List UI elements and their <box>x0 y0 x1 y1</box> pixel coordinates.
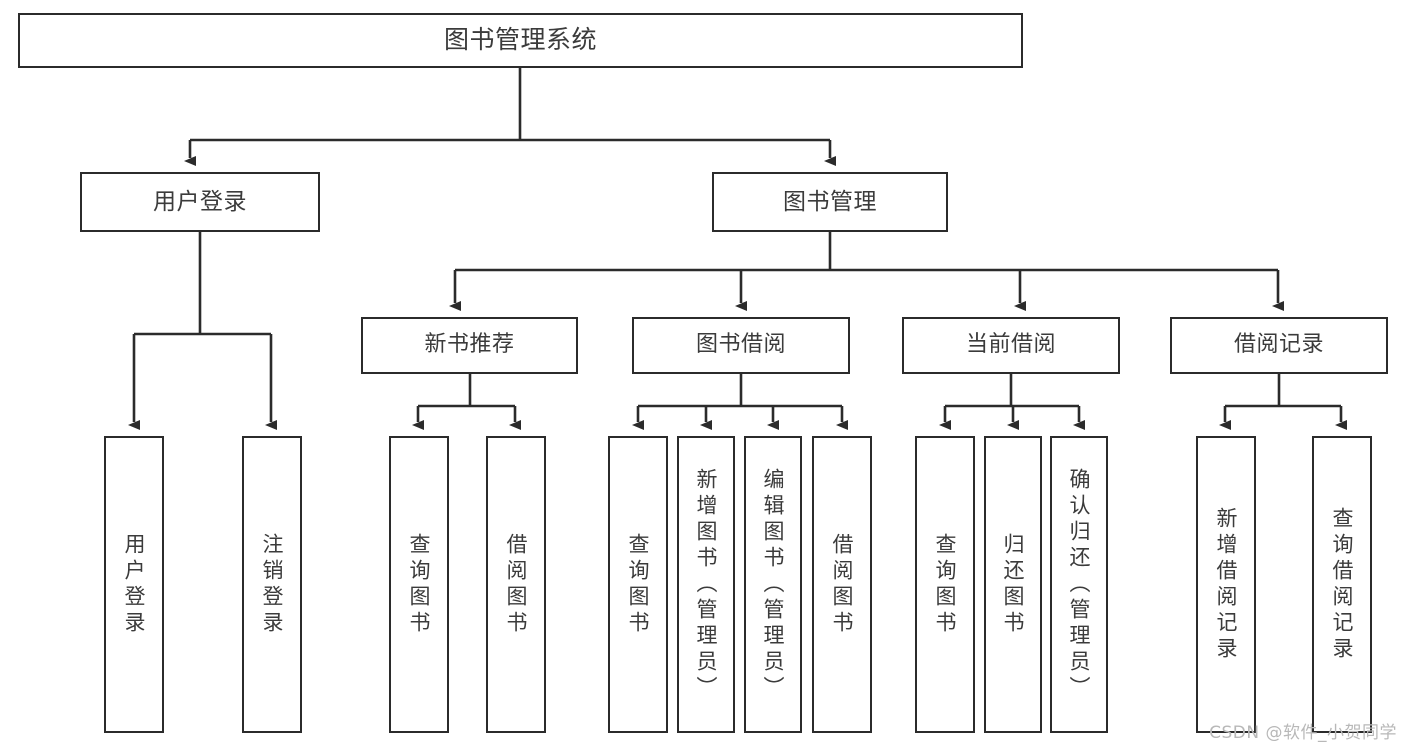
node-user-login[interactable]: 用户登录 <box>80 172 320 232</box>
leaf-current-borrow-confirm-return[interactable]: 确认归还（管理员） <box>1050 436 1108 733</box>
node-book-borrow-label: 图书借阅 <box>695 332 786 358</box>
csdn-watermark: CSDN @软件_小贺同学 <box>1209 723 1397 743</box>
leaf-new-book-query-book[interactable]: 查询图书 <box>389 436 449 733</box>
node-book-management[interactable]: 图书管理 <box>712 172 948 232</box>
leaf-borrow-record-query-record[interactable]: 查询借阅记录 <box>1312 436 1372 733</box>
leaf-new-book-query-book-label: 查询图书 <box>407 532 432 637</box>
leaf-book-borrow-query-book[interactable]: 查询图书 <box>608 436 668 733</box>
leaf-current-borrow-confirm-return-label: 确认归还（管理员） <box>1067 467 1092 702</box>
leaf-book-borrow-borrow-book[interactable]: 借阅图书 <box>812 436 872 733</box>
node-root-system[interactable]: 图书管理系统 <box>18 13 1023 68</box>
leaf-borrow-record-query-record-label: 查询借阅记录 <box>1330 506 1355 663</box>
leaf-new-book-borrow-book[interactable]: 借阅图书 <box>486 436 546 733</box>
leaf-book-borrow-query-book-label: 查询图书 <box>626 532 651 637</box>
leaf-user-login-login-label: 用户登录 <box>122 532 147 637</box>
node-borrow-record-label: 借阅记录 <box>1233 332 1324 358</box>
leaf-book-borrow-add-book[interactable]: 新增图书（管理员） <box>677 436 735 733</box>
leaf-user-login-login[interactable]: 用户登录 <box>104 436 164 733</box>
node-root-system-label: 图书管理系统 <box>443 25 597 55</box>
leaf-current-borrow-return-book-label: 归还图书 <box>1001 532 1026 637</box>
node-book-borrow[interactable]: 图书借阅 <box>632 317 850 374</box>
node-book-management-label: 图书管理 <box>783 188 877 215</box>
leaf-book-borrow-borrow-book-label: 借阅图书 <box>830 532 855 637</box>
leaf-current-borrow-return-book[interactable]: 归还图书 <box>984 436 1042 733</box>
node-current-borrow[interactable]: 当前借阅 <box>902 317 1120 374</box>
leaf-book-borrow-edit-book[interactable]: 编辑图书（管理员） <box>744 436 802 733</box>
node-new-book-recommend[interactable]: 新书推荐 <box>361 317 578 374</box>
leaf-user-login-logout[interactable]: 注销登录 <box>242 436 302 733</box>
leaf-new-book-borrow-book-label: 借阅图书 <box>504 532 529 637</box>
node-borrow-record[interactable]: 借阅记录 <box>1170 317 1388 374</box>
leaf-borrow-record-add-record[interactable]: 新增借阅记录 <box>1196 436 1256 733</box>
node-current-borrow-label: 当前借阅 <box>965 332 1056 358</box>
leaf-current-borrow-query-book-label: 查询图书 <box>933 532 958 637</box>
node-new-book-recommend-label: 新书推荐 <box>424 332 515 358</box>
leaf-book-borrow-add-book-label: 新增图书（管理员） <box>694 467 719 702</box>
leaf-borrow-record-add-record-label: 新增借阅记录 <box>1214 506 1239 663</box>
leaf-user-login-logout-label: 注销登录 <box>260 532 285 637</box>
leaf-book-borrow-edit-book-label: 编辑图书（管理员） <box>761 467 786 702</box>
node-user-login-label: 用户登录 <box>153 188 247 215</box>
leaf-current-borrow-query-book[interactable]: 查询图书 <box>915 436 975 733</box>
